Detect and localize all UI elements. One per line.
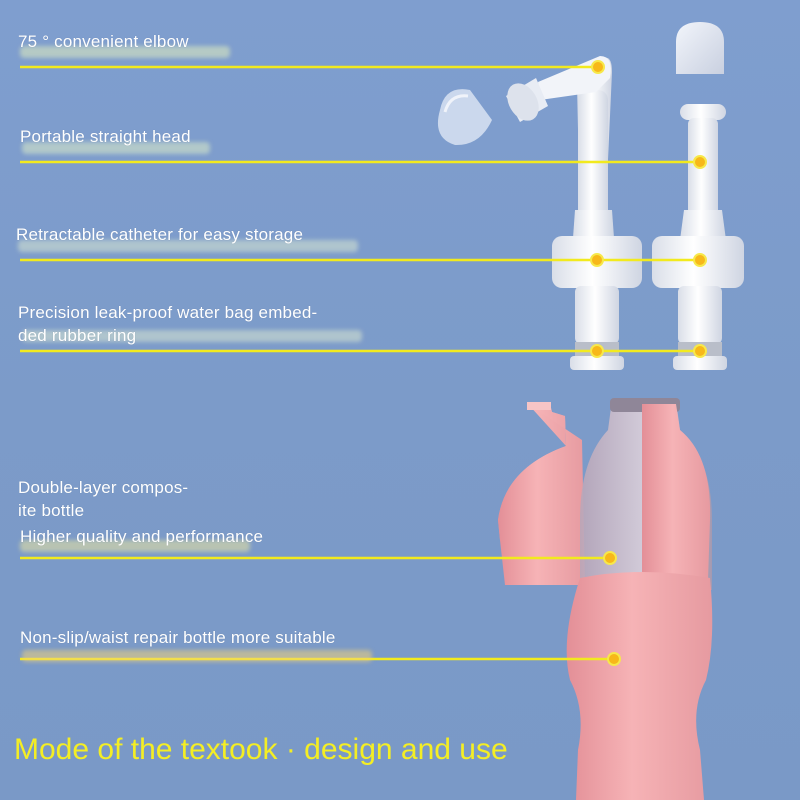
callout-catheter: Retractable catheter for easy storage [16,225,304,244]
blurred-underlay-2 [22,142,210,154]
callout-double-layer-line2: ite bottle [18,501,85,520]
callout-ring-line1: Precision leak-proof water bag embed- [18,303,318,322]
blurred-underlay-3 [18,240,358,252]
blurred-underlay-4 [22,330,362,342]
callout-quality: Higher quality and performance [20,527,264,546]
callout-straight-head: Portable straight head [20,127,191,146]
elbow-nozzle [506,56,642,370]
leader-dots [590,60,707,666]
blurred-underlay-6 [22,650,372,662]
bottle-outer-shell [498,402,585,585]
callout-nonslip: Non-slip/waist repair bottle more suitab… [20,628,336,647]
translucent-cap [437,89,492,146]
blurred-underlay-5 [20,540,250,552]
callout-double-layer: Double-layer compos- ite bottle [18,476,188,522]
bottle-body [566,404,713,800]
white-cap [676,22,724,74]
headline: Mode of the textook · design and use [14,733,508,766]
blurred-underlay-1 [20,46,230,58]
callout-double-layer-line1: Double-layer compos- [18,478,189,497]
callout-ring-line2: ded rubber ring [18,326,137,345]
callout-ring: Precision leak-proof water bag embed- de… [18,301,317,347]
straight-nozzle [652,104,744,370]
callout-elbow: 75 ° convenient elbow [18,32,189,51]
